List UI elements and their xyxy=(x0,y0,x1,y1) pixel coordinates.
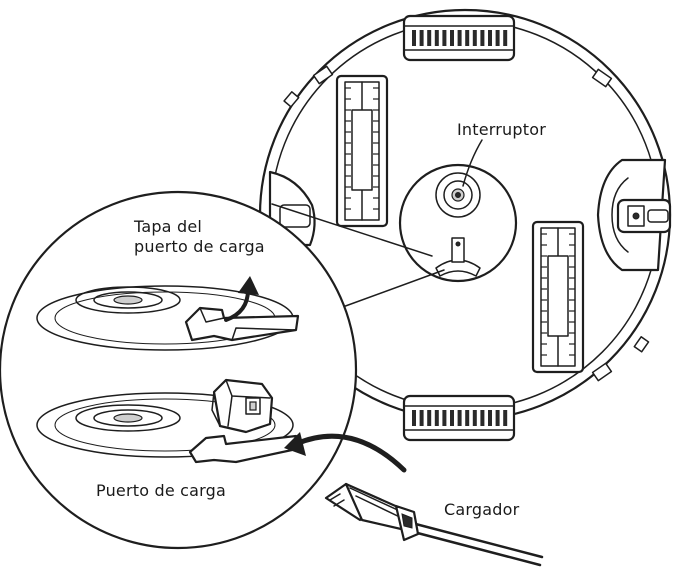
wheel-tread xyxy=(427,410,432,426)
wheel-tread xyxy=(480,30,485,46)
wheel-tread xyxy=(442,30,447,46)
wheel-tread xyxy=(450,410,454,426)
wheel-tread xyxy=(419,410,424,426)
charger-insert-arrow xyxy=(284,432,407,473)
wheel-tread xyxy=(503,410,508,426)
top-caster-wheel xyxy=(402,14,516,62)
bottom-caster-wheel xyxy=(402,394,516,442)
wheel-tread xyxy=(488,30,492,46)
rim-clips xyxy=(283,65,650,382)
wheel-tread xyxy=(488,410,492,426)
wheel-tread xyxy=(419,30,424,46)
zoom-callout xyxy=(0,190,445,550)
switch-leader-line xyxy=(462,139,483,187)
right-side-bracket xyxy=(596,158,672,272)
wheel-tread xyxy=(472,30,477,46)
wheel-tread xyxy=(465,410,470,426)
switch-label: Interruptor xyxy=(457,120,546,139)
charger-plug xyxy=(324,482,544,567)
center-switch-panel xyxy=(398,163,518,283)
wheel-tread xyxy=(434,30,439,46)
port-cover-label-line2: puerto de carga xyxy=(134,237,265,256)
charger-label: Cargador xyxy=(444,500,520,519)
wheel-tread xyxy=(503,30,508,46)
port-cover-label-line1: Tapa del xyxy=(134,217,203,236)
wheel-tread xyxy=(472,410,477,426)
port-cover-label: Tapa del puerto de carga xyxy=(134,217,265,257)
cover-lift-arrow xyxy=(224,276,259,322)
wheel-tread xyxy=(495,410,500,426)
wheel-tread xyxy=(412,410,416,426)
left-roller-brush xyxy=(335,74,389,228)
wheel-tread xyxy=(457,30,462,46)
wheel-tread xyxy=(457,410,462,426)
wheel-tread xyxy=(427,30,432,46)
wheel-tread xyxy=(465,30,470,46)
wheel-tread xyxy=(442,410,447,426)
wheel-tread xyxy=(434,410,439,426)
wheel-tread xyxy=(412,30,416,46)
detail-cover-open xyxy=(36,285,300,351)
wheel-tread xyxy=(450,30,454,46)
wheel-tread xyxy=(495,30,500,46)
detail-port-exposed xyxy=(36,378,298,464)
right-roller-brush xyxy=(531,220,585,374)
charging-port-label: Puerto de carga xyxy=(96,481,227,500)
wheel-tread xyxy=(480,410,485,426)
